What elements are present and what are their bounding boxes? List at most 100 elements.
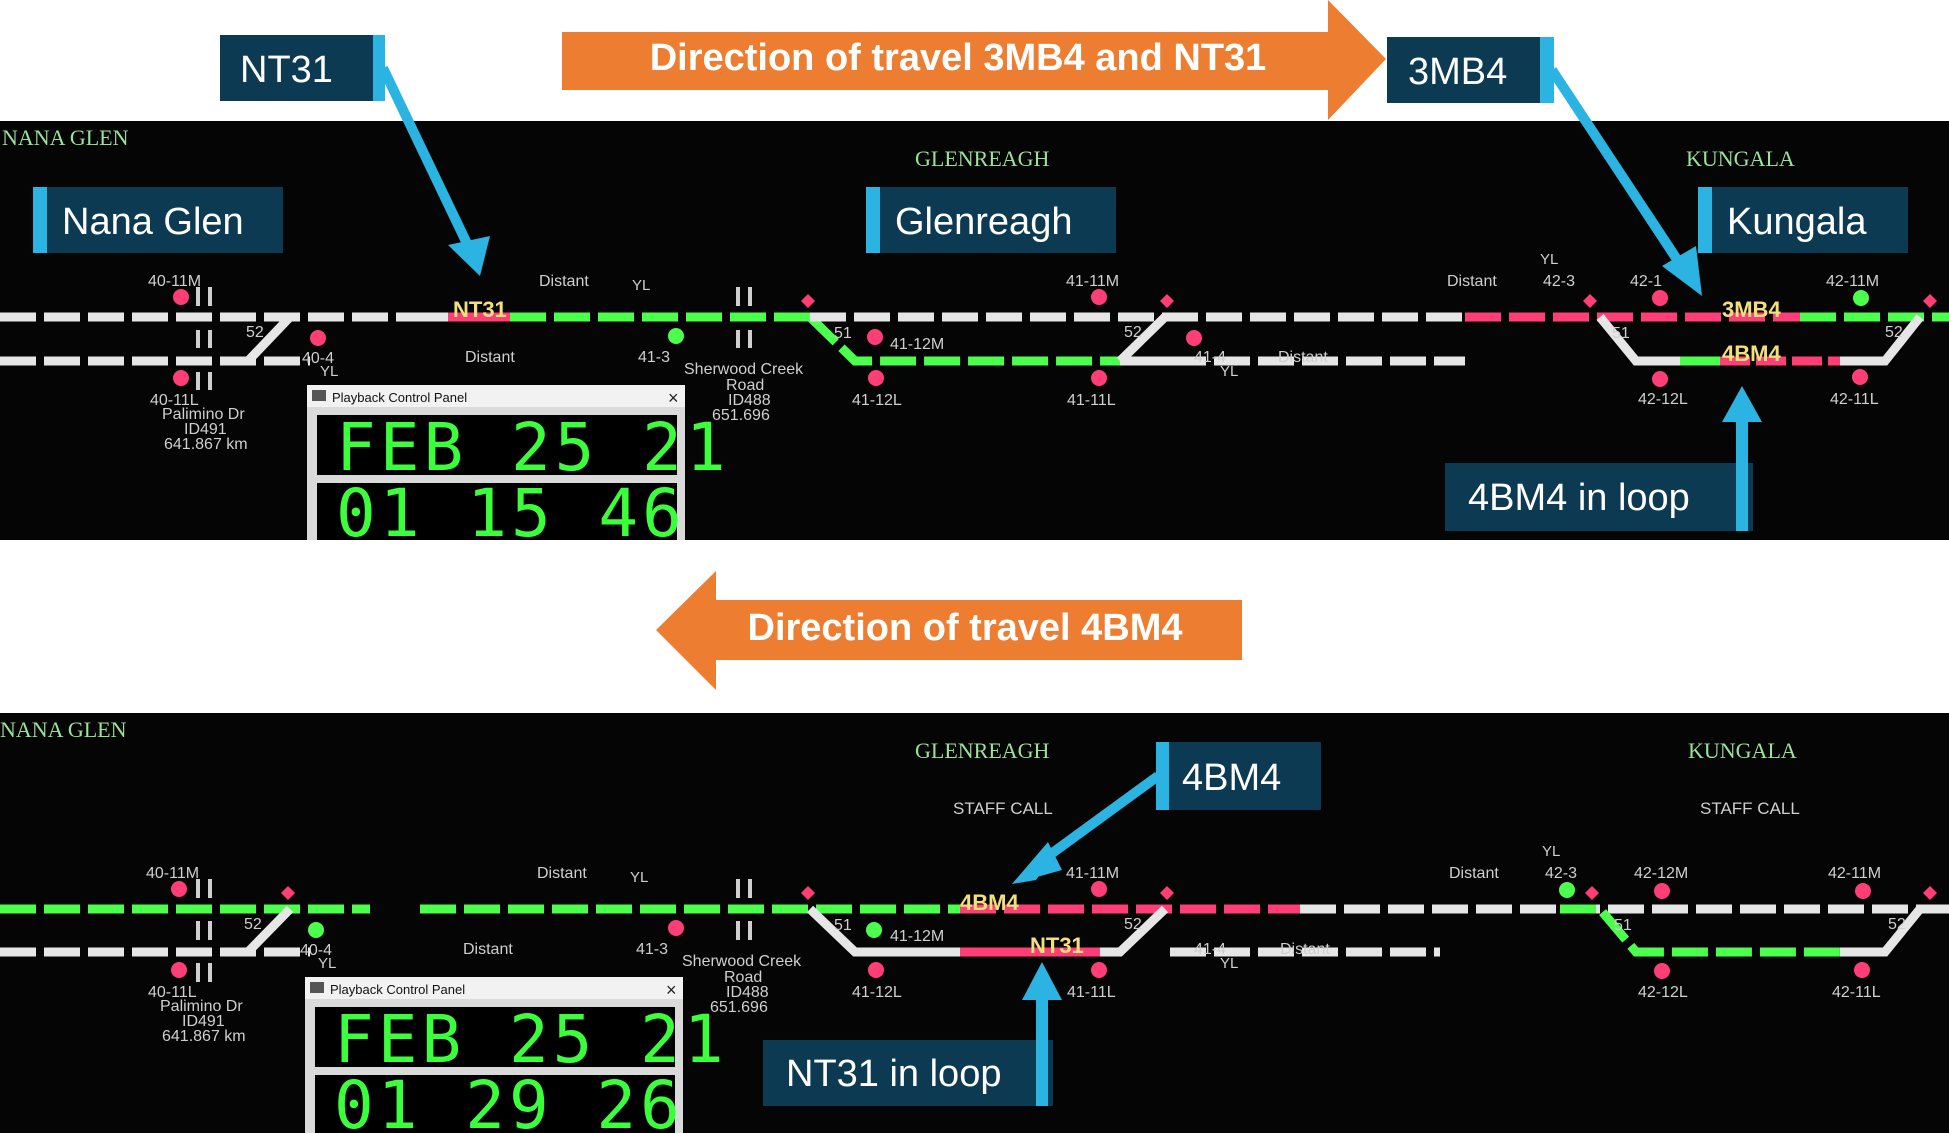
direction-arrow-bottom: Direction of travel 4BM4 (656, 571, 1242, 690)
station-nana-glen-bottom: NANA GLEN (0, 717, 127, 742)
label-title: Playback Control Panel (330, 982, 465, 997)
playback-panel-bottom: Playback Control Panel × FEB 25 21 01 29… (305, 977, 728, 1133)
label-title: Playback Control Panel (332, 390, 467, 405)
signal-red-icon (868, 962, 884, 978)
label-s42-3: 42-3 (1543, 273, 1575, 290)
label-palimino: Palimino Dr (162, 406, 245, 423)
station-kungala: KUNGALA (1686, 146, 1795, 171)
label-n51b: 51 (1614, 917, 1632, 934)
label-s42-11m: 42-11M (1826, 273, 1879, 290)
signal-green-icon (668, 328, 684, 344)
signal-red-icon (1091, 962, 1107, 978)
signal-red-icon (173, 289, 189, 305)
label-distant2: Distant (539, 273, 589, 290)
label-n52c: 52 (1885, 324, 1903, 341)
signal-red-icon (1091, 289, 1107, 305)
signals-top (173, 289, 1937, 387)
signal-green-icon (308, 922, 324, 938)
label-date: FEB 25 21 (334, 1001, 728, 1078)
callout-kungala: Kungala (1698, 187, 1908, 253)
label-s41-11m: 41-11M (1066, 865, 1119, 882)
label-s40-11m: 40-11M (146, 865, 199, 882)
label-s42-11m: 42-11M (1828, 865, 1881, 882)
label-date: FEB 25 21 (336, 409, 730, 486)
label-id491: ID491 (182, 1013, 225, 1030)
close-icon[interactable]: × (666, 980, 677, 1000)
label-n52c: 52 (1888, 916, 1906, 933)
label-distant3: Distant (1280, 941, 1330, 958)
signal-red-icon (1654, 883, 1670, 899)
label-yl1: YL (318, 955, 336, 972)
label-n52a: 52 (246, 324, 264, 341)
train-label-3mb4: 3MB4 (1722, 297, 1781, 322)
label-s40-11m: 40-11M (148, 273, 201, 290)
label-id488: ID488 (726, 984, 769, 1001)
label-road: Road (724, 969, 762, 986)
signal-red-icon (867, 329, 883, 345)
callout-3mb4: 3MB4 (1387, 37, 1554, 103)
label-s42-12l: 42-12L (1638, 391, 1688, 408)
signals-bottom (171, 881, 1937, 979)
label-s40-4: 40-4 (300, 942, 332, 959)
direction-label-top: Direction of travel 3MB4 and NT31 (650, 37, 1267, 79)
label-sherwood: Sherwood Creek (682, 953, 802, 970)
label-yl2: YL (632, 277, 650, 294)
signal-red-icon (868, 370, 884, 386)
pointer-3mb4 (1547, 67, 1702, 296)
label-distant4: Distant (1447, 273, 1497, 290)
label-glen: Glenreagh (895, 201, 1072, 243)
direction-label-bottom: Direction of travel 4BM4 (748, 607, 1183, 649)
label-n52b: 52 (1124, 324, 1142, 341)
direction-arrow-top: Direction of travel 3MB4 and NT31 (562, 0, 1386, 120)
signal-red-icon (1654, 963, 1670, 979)
label-id491: ID491 (184, 421, 227, 438)
close-icon[interactable]: × (668, 388, 679, 408)
label-s40-4: 40-4 (302, 350, 334, 367)
label-km488: 651.696 (712, 407, 770, 424)
signal-green-icon (1559, 882, 1575, 898)
label-km491: 641.867 km (164, 436, 248, 453)
pointer-4bm4 (1012, 771, 1161, 884)
label-id488: ID488 (728, 392, 771, 409)
label-palimino: Palimino Dr (160, 998, 243, 1015)
label-yl3: YL (1220, 363, 1238, 380)
label-s42-11l: 42-11L (1832, 984, 1881, 1001)
marker-diamond-icon (801, 294, 815, 308)
signal-red-icon (1091, 881, 1107, 897)
label-n51a: 51 (834, 325, 852, 342)
label-s41-12l: 41-12L (852, 984, 902, 1001)
label-distant1: Distant (463, 941, 513, 958)
label-yl1: YL (320, 363, 338, 380)
signal-red-icon (171, 881, 187, 897)
train-label-nt31-bottom: NT31 (1030, 933, 1084, 958)
label-km491: 641.867 km (162, 1028, 246, 1045)
label-yl4: YL (1542, 843, 1560, 860)
station-kungala-bottom: KUNGALA (1688, 738, 1797, 763)
station-nana-glen: NANA GLEN (2, 125, 129, 150)
label-s40-11l: 40-11L (148, 984, 197, 1001)
label-distant3: Distant (1278, 349, 1328, 366)
callout-nana-glen: Nana Glen (33, 187, 283, 253)
station-glenreagh: GLENREAGH (915, 146, 1050, 171)
label-s42-12m: 42-12M (1634, 865, 1688, 882)
label-s41-11l: 41-11L (1067, 392, 1116, 409)
callout-nt31-in-loop: NT31 in loop (763, 1040, 1053, 1106)
station-glenreagh-bottom: GLENREAGH (915, 738, 1050, 763)
labels-bottom: 40-11M 40-11L 52 40-4 YL Palimino Dr ID4… (146, 843, 1906, 1045)
label-nt31: NT31 (240, 49, 333, 91)
label-time: 01 15 46 (336, 475, 686, 552)
label-distant4: Distant (1449, 865, 1499, 882)
signal-red-icon (1652, 371, 1668, 387)
marker-diamond-icon (1585, 886, 1599, 900)
label-distant2: Distant (537, 865, 587, 882)
marker-diamond-icon (1583, 294, 1597, 308)
label-n52b: 52 (1124, 916, 1142, 933)
label-kung: Kungala (1727, 201, 1867, 243)
callout-nt31: NT31 (220, 35, 385, 101)
label-yl4: YL (1540, 251, 1558, 268)
label-n51b: 51 (1612, 325, 1630, 342)
label-s42-11l: 42-11L (1830, 391, 1879, 408)
label-mb4: 3MB4 (1408, 51, 1507, 93)
